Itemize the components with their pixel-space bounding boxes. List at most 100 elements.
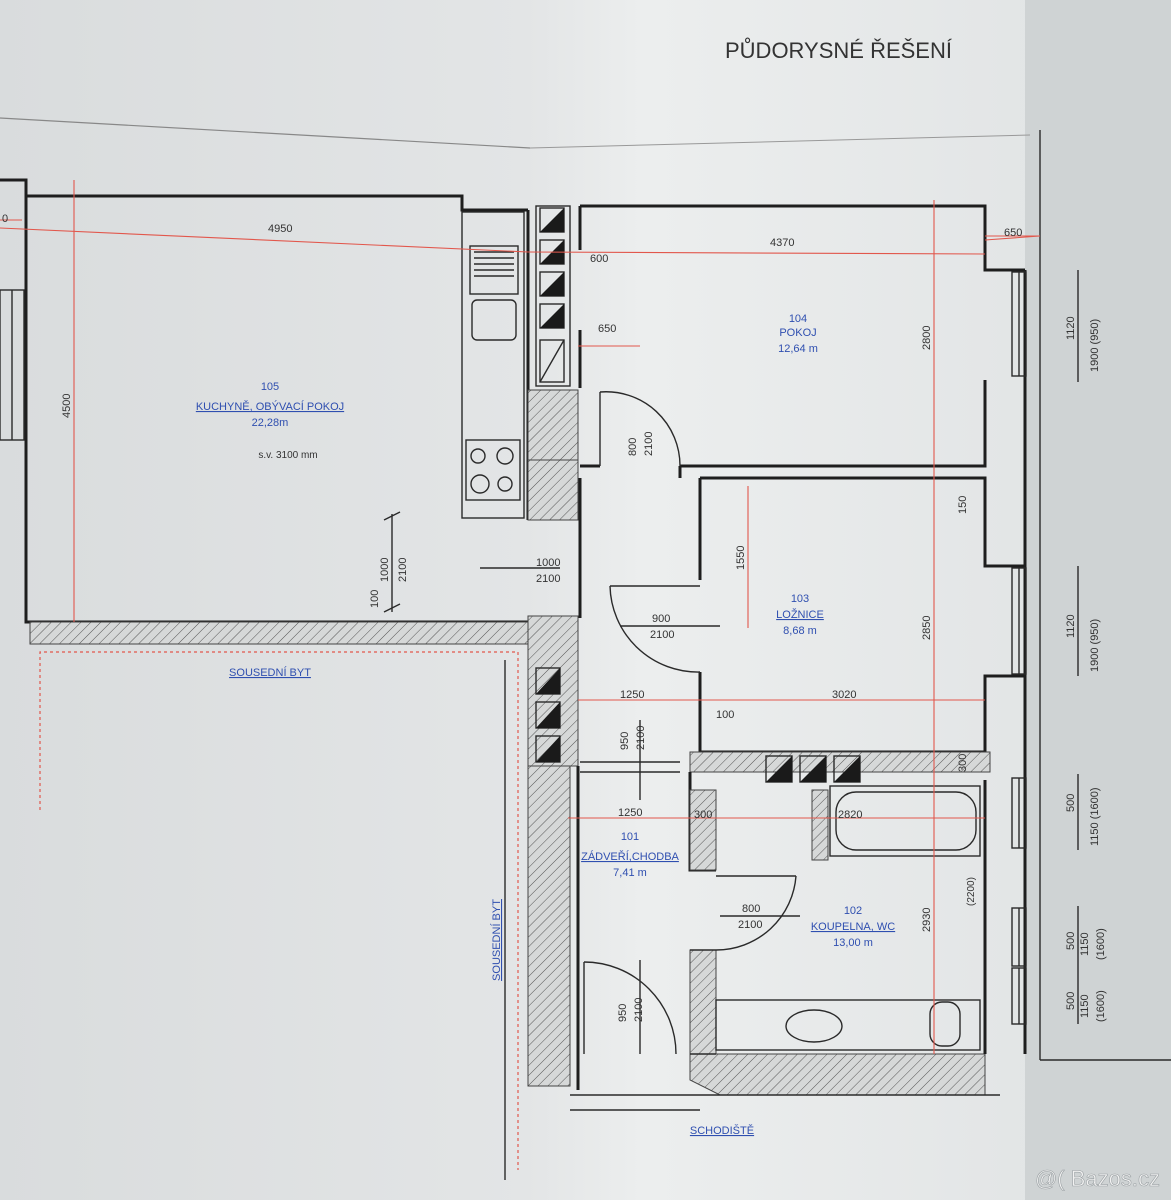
room-104-name: POKOJ	[779, 327, 816, 339]
window-1	[1011, 271, 1027, 377]
door-openings	[580, 761, 716, 1055]
door-1-width: 800	[627, 438, 639, 456]
dim-4500: 4500	[61, 394, 73, 418]
bathtub	[829, 785, 981, 857]
win-4-height: 1150	[1079, 932, 1091, 956]
party-wall-hatched	[29, 621, 531, 645]
dim-1550: 1550	[735, 546, 747, 570]
burner-3	[470, 474, 490, 494]
win-5-height: 1150	[1079, 994, 1091, 1018]
dim-2100-left: 2100	[397, 558, 409, 582]
toilet	[929, 1001, 961, 1047]
window-5	[1011, 967, 1027, 1025]
dim-300-bottom: 300	[694, 809, 712, 821]
door-5-height: 2100	[738, 919, 762, 931]
win-4-width: 500	[1065, 932, 1077, 950]
room-105-ceiling-height: s.v. 3100 mm	[258, 450, 317, 461]
room-104-south-wall	[680, 380, 987, 468]
door-3-height: 2100	[650, 629, 674, 641]
neighbor-flat-side-label: SOUSEDNÍ BYT	[490, 899, 503, 981]
door-2-width: 1000	[536, 557, 560, 569]
washbasin	[785, 1009, 843, 1043]
dim-100-left: 100	[369, 590, 381, 608]
room-105-name: KUCHYNĚ, OBÝVACÍ POKOJ	[196, 400, 344, 413]
win-5-height-alt: (1600)	[1095, 990, 1107, 1022]
win-3-height: 1150 (1600)	[1089, 787, 1101, 846]
plan-title: PŮDORYSNÉ ŘEŠENÍ	[725, 38, 953, 63]
bath-west-hatched	[689, 789, 717, 871]
win-5-width: 500	[1065, 992, 1077, 1010]
door-size-labels: 800 2100 1000 2100 900 2100 950 2100 800…	[536, 432, 762, 1022]
room-101-id: 101	[621, 831, 639, 843]
room-103-area: 8,68 m	[783, 625, 817, 637]
room-105-area: 22,28m	[252, 417, 289, 429]
bath-west-hatched-2	[689, 949, 717, 1055]
sink	[469, 245, 519, 295]
room-105-id: 105	[261, 381, 279, 393]
room-101-area: 7,41 m	[613, 867, 647, 879]
door-2-height: 2100	[536, 573, 560, 585]
dim-100: 100	[716, 709, 734, 721]
room-104-area: 12,64 m	[778, 343, 818, 355]
door-6-width: 950	[617, 1004, 629, 1022]
bath-vanity	[715, 999, 981, 1051]
door-102	[715, 875, 797, 951]
dim-600: 600	[590, 253, 608, 265]
kitchen-counter	[461, 211, 525, 519]
dim-0: 0	[2, 213, 8, 225]
room-102-area: 13,00 m	[833, 937, 873, 949]
vent-shafts-top	[539, 207, 565, 383]
door-5-width: 800	[742, 903, 760, 915]
room-label-101: 101 ZÁDVEŘÍ,CHODBA 7,41 m	[581, 831, 679, 879]
room-label-102: 102 KOUPELNA, WC 13,00 m	[811, 905, 895, 949]
stair-wall-hatched	[527, 765, 571, 1087]
room-label-105: 105 KUCHYNĚ, OBÝVACÍ POKOJ 22,28m s.v. 3…	[196, 381, 344, 461]
win-2-height: 1900 (950)	[1089, 619, 1101, 672]
sheet-fold-line-right	[529, 134, 1031, 149]
stairs-label: SCHODIŠTĚ	[690, 1124, 754, 1137]
sink-drainer	[474, 251, 514, 277]
cooktop	[465, 439, 521, 501]
dimension-values: 4950 4370 650 600 650 0 4500 2800 150 28…	[2, 213, 1107, 1022]
sheet-fold-line	[0, 117, 531, 149]
dim-2930: 2930	[921, 908, 933, 932]
dim-650-right: 650	[1004, 227, 1022, 239]
sink-basin	[471, 299, 517, 341]
door-4-width: 950	[619, 732, 631, 750]
vent-core	[535, 205, 571, 387]
dim-1250-bottom: 1250	[618, 807, 642, 819]
dim-4370: 4370	[770, 237, 794, 249]
dim-150: 150	[957, 496, 969, 514]
bath-south-wall-hatched	[689, 1053, 986, 1096]
room-104-north-wall	[580, 204, 1025, 272]
room-101-name: ZÁDVEŘÍ,CHODBA	[581, 850, 679, 863]
door-1-height: 2100	[643, 432, 655, 456]
burner-4	[497, 476, 513, 492]
win-4-height-alt: (1600)	[1095, 928, 1107, 960]
window-4	[1011, 907, 1027, 967]
room-102-name: KOUPELNA, WC	[811, 921, 895, 933]
bath-height-note: (2200)	[966, 877, 977, 906]
bazos-watermark: @( Bazos.cz	[1035, 1166, 1160, 1191]
door-entry	[583, 961, 677, 1055]
door-103	[609, 585, 701, 673]
dim-300: 300	[957, 754, 969, 772]
dim-1000-left: 1000	[379, 558, 391, 582]
room-103-name: LOŽNICE	[776, 608, 824, 621]
burner-1	[470, 448, 486, 464]
door-104	[599, 391, 681, 467]
core-wall-hatched-2	[527, 459, 579, 521]
dim-4950: 4950	[268, 223, 292, 235]
win-2-width: 1120	[1065, 614, 1077, 638]
window-2	[1011, 567, 1027, 675]
win-1-width: 1120	[1065, 316, 1077, 340]
door-3-width: 900	[652, 613, 670, 625]
dim-2800: 2800	[921, 326, 933, 350]
window-3	[1011, 777, 1027, 849]
room-103-id: 103	[791, 593, 809, 605]
room-label-104: 104 POKOJ 12,64 m	[778, 313, 818, 355]
dim-3020: 3020	[832, 689, 856, 701]
paper-edge-shadow	[1025, 0, 1171, 1200]
